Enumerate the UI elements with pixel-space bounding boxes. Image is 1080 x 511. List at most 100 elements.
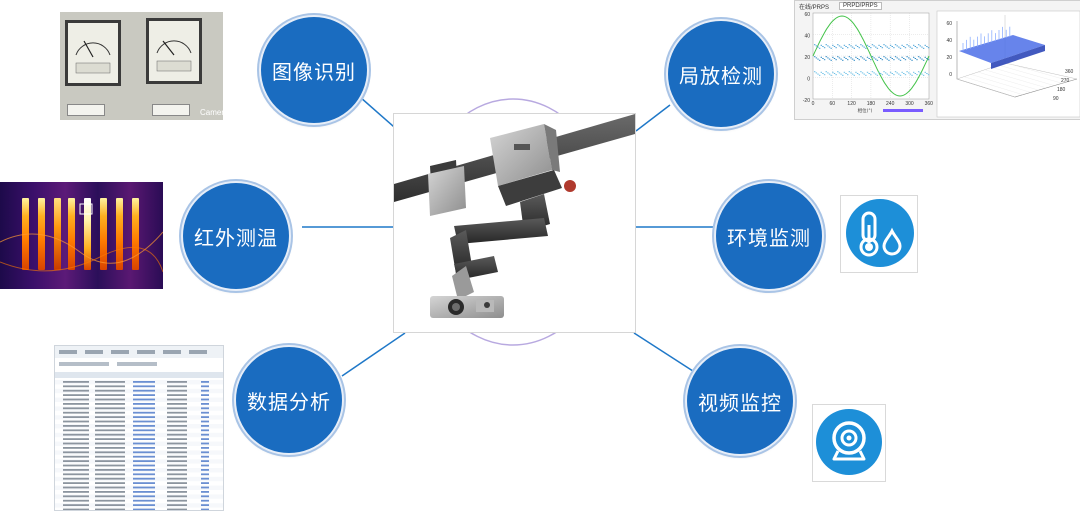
node-video-monitoring[interactable]: 视频监控 bbox=[687, 348, 793, 454]
pd-point bbox=[847, 74, 849, 76]
table-cell bbox=[63, 491, 89, 493]
node-environment-monitoring[interactable]: 环境监测 bbox=[716, 183, 822, 289]
node-label: 视频监控 bbox=[698, 390, 782, 415]
table-cell bbox=[167, 464, 187, 467]
table-cell bbox=[63, 486, 89, 489]
pd-point bbox=[865, 59, 867, 61]
pd-depth-tick: 180 bbox=[1057, 87, 1066, 93]
pd-y-tick: -20 bbox=[803, 98, 810, 104]
toolbar-item bbox=[111, 350, 129, 354]
table-cell bbox=[63, 482, 89, 484]
data-table-graphic bbox=[55, 346, 223, 510]
pd-point bbox=[904, 74, 907, 76]
pd-point bbox=[835, 47, 837, 49]
pd-point bbox=[870, 59, 872, 61]
pd-point bbox=[861, 57, 864, 59]
pd-point bbox=[908, 72, 910, 74]
table-cell bbox=[63, 385, 89, 388]
table-cell bbox=[133, 403, 155, 405]
pd-point bbox=[817, 46, 819, 48]
pd-point bbox=[827, 45, 829, 47]
table-cell bbox=[95, 477, 125, 480]
toolbar-item bbox=[59, 350, 77, 354]
pd-point bbox=[924, 44, 926, 46]
pd-x-tick: 240 bbox=[886, 101, 895, 107]
table-cell bbox=[201, 403, 209, 405]
pd-point bbox=[916, 47, 918, 49]
infrared-thermal-thumbnail bbox=[0, 182, 163, 289]
pd-point bbox=[835, 74, 837, 76]
pd-point bbox=[914, 58, 917, 59]
pd-point bbox=[863, 73, 865, 75]
pd-point bbox=[825, 56, 827, 58]
pd-point bbox=[898, 46, 900, 48]
analog-meter bbox=[65, 20, 121, 86]
node-infrared-temperature[interactable]: 红外测温 bbox=[183, 183, 289, 289]
pd-point bbox=[820, 71, 822, 73]
pd-point bbox=[889, 56, 892, 58]
table-cell bbox=[63, 411, 89, 414]
pd-point bbox=[832, 71, 834, 73]
table-cell bbox=[95, 460, 125, 462]
pd-point bbox=[899, 59, 902, 61]
pd-point bbox=[871, 71, 874, 73]
table-cell bbox=[133, 469, 155, 471]
pd-z-tick: 0 bbox=[949, 72, 952, 78]
table-cell bbox=[167, 411, 187, 414]
table-cell bbox=[167, 403, 187, 405]
table-cell bbox=[133, 499, 155, 502]
pd-point bbox=[926, 58, 928, 59]
node-data-analysis[interactable]: 数据分析 bbox=[236, 347, 342, 453]
pd-point bbox=[827, 57, 829, 59]
table-cell bbox=[63, 420, 89, 423]
table-cell bbox=[95, 394, 125, 396]
pd-point bbox=[896, 45, 898, 47]
pd-point bbox=[903, 58, 905, 59]
node-image-recognition[interactable]: 图像识别 bbox=[261, 17, 367, 123]
table-cell bbox=[167, 451, 187, 454]
pd-point bbox=[833, 46, 836, 47]
node-partial-discharge[interactable]: 局放检测 bbox=[668, 21, 774, 127]
table-cell bbox=[167, 504, 187, 506]
pd-point bbox=[815, 72, 818, 74]
table-cell bbox=[63, 464, 89, 467]
pd-point bbox=[926, 46, 928, 47]
pd-point bbox=[818, 74, 821, 76]
table-cell bbox=[95, 491, 125, 493]
pd-point bbox=[914, 46, 917, 47]
connector-video bbox=[633, 332, 697, 374]
table-cell bbox=[95, 504, 125, 506]
table-cell bbox=[167, 407, 187, 410]
pd-x-tick: 60 bbox=[830, 101, 836, 107]
pd-point bbox=[818, 59, 821, 61]
table-cell bbox=[133, 442, 155, 445]
pd-depth-tick: 90 bbox=[1053, 96, 1059, 102]
pd-point bbox=[916, 74, 918, 76]
pd-point bbox=[880, 46, 882, 47]
pd-point bbox=[853, 74, 855, 76]
table-cell bbox=[95, 482, 125, 484]
pd-point bbox=[848, 71, 851, 73]
pd-point bbox=[917, 44, 920, 46]
table-cell bbox=[201, 411, 209, 414]
pd-point bbox=[860, 56, 862, 58]
table-cell bbox=[167, 420, 187, 423]
pd-3d-grid bbox=[984, 69, 1047, 88]
table-cell bbox=[133, 433, 155, 436]
pd-point bbox=[855, 56, 857, 58]
table-cell bbox=[167, 389, 187, 392]
pd-point bbox=[868, 46, 870, 47]
pd-point bbox=[911, 47, 913, 49]
table-cell bbox=[95, 433, 125, 436]
table-cell bbox=[63, 425, 89, 427]
pd-point bbox=[814, 44, 816, 46]
pd-point bbox=[825, 71, 827, 73]
table-cell bbox=[95, 447, 125, 449]
pd-3d-grid bbox=[970, 74, 1031, 93]
pd-depth-tick: 270 bbox=[1061, 78, 1070, 84]
table-cell bbox=[95, 455, 125, 458]
table-cell bbox=[133, 425, 155, 427]
pd-3d-grid bbox=[1005, 62, 1070, 82]
pd-point bbox=[891, 58, 893, 59]
